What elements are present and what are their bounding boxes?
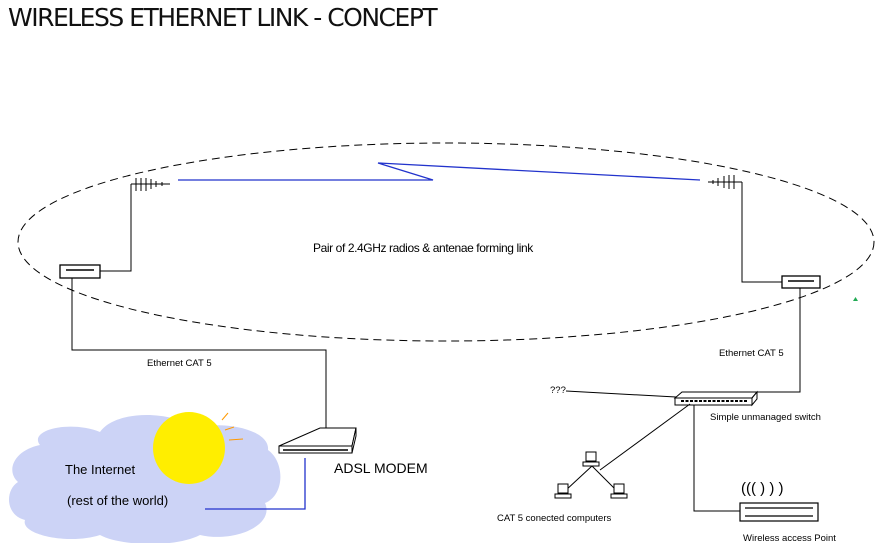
left-ethernet-cable bbox=[71, 278, 327, 428]
internet-link-line bbox=[205, 458, 306, 510]
internet-label: The Internet bbox=[65, 462, 135, 477]
internet-sublabel: (rest of the world) bbox=[67, 493, 168, 508]
wireless-waves-icon: ((( ) ) ) bbox=[741, 480, 783, 497]
right-antenna-cable bbox=[741, 182, 784, 283]
link-boundary-ellipse bbox=[17, 142, 875, 342]
right-radio-unit bbox=[781, 275, 821, 289]
left-ethernet-label: Ethernet CAT 5 bbox=[147, 358, 212, 369]
computers-label: CAT 5 conected computers bbox=[497, 513, 611, 524]
internet-cloud bbox=[9, 414, 281, 543]
switch-icon bbox=[673, 390, 759, 407]
modem-label: ADSL MODEM bbox=[334, 460, 428, 476]
right-antenna-icon bbox=[708, 175, 742, 189]
radio-link-line bbox=[178, 162, 701, 181]
computer-icon bbox=[554, 483, 572, 499]
switch-label: Simple unmanaged switch bbox=[710, 412, 821, 423]
diagram-title: WIRELESS ETHERNET LINK - CONCEPT bbox=[8, 3, 438, 32]
computers-cable bbox=[599, 403, 691, 471]
computers-icon bbox=[554, 451, 628, 499]
access-point-label: Wireless access Point bbox=[743, 533, 836, 543]
sun-icon bbox=[153, 412, 244, 484]
access-point-cable bbox=[693, 405, 740, 512]
link-label: Pair of 2.4GHz radios & antenae forming … bbox=[313, 241, 534, 255]
left-antenna-cable bbox=[100, 184, 132, 272]
unknown-label: ??? bbox=[550, 385, 566, 396]
right-ethernet-label: Ethernet CAT 5 bbox=[719, 348, 784, 359]
right-ethernet-cable bbox=[752, 288, 801, 393]
access-point-icon bbox=[739, 502, 819, 522]
computer-icon bbox=[610, 483, 628, 499]
marker-triangle-icon bbox=[853, 297, 858, 301]
adsl-modem-icon bbox=[278, 427, 357, 454]
left-radio-unit bbox=[59, 264, 101, 279]
left-antenna-icon bbox=[131, 178, 170, 191]
unknown-cable bbox=[565, 390, 677, 398]
computer-icon bbox=[582, 451, 600, 467]
